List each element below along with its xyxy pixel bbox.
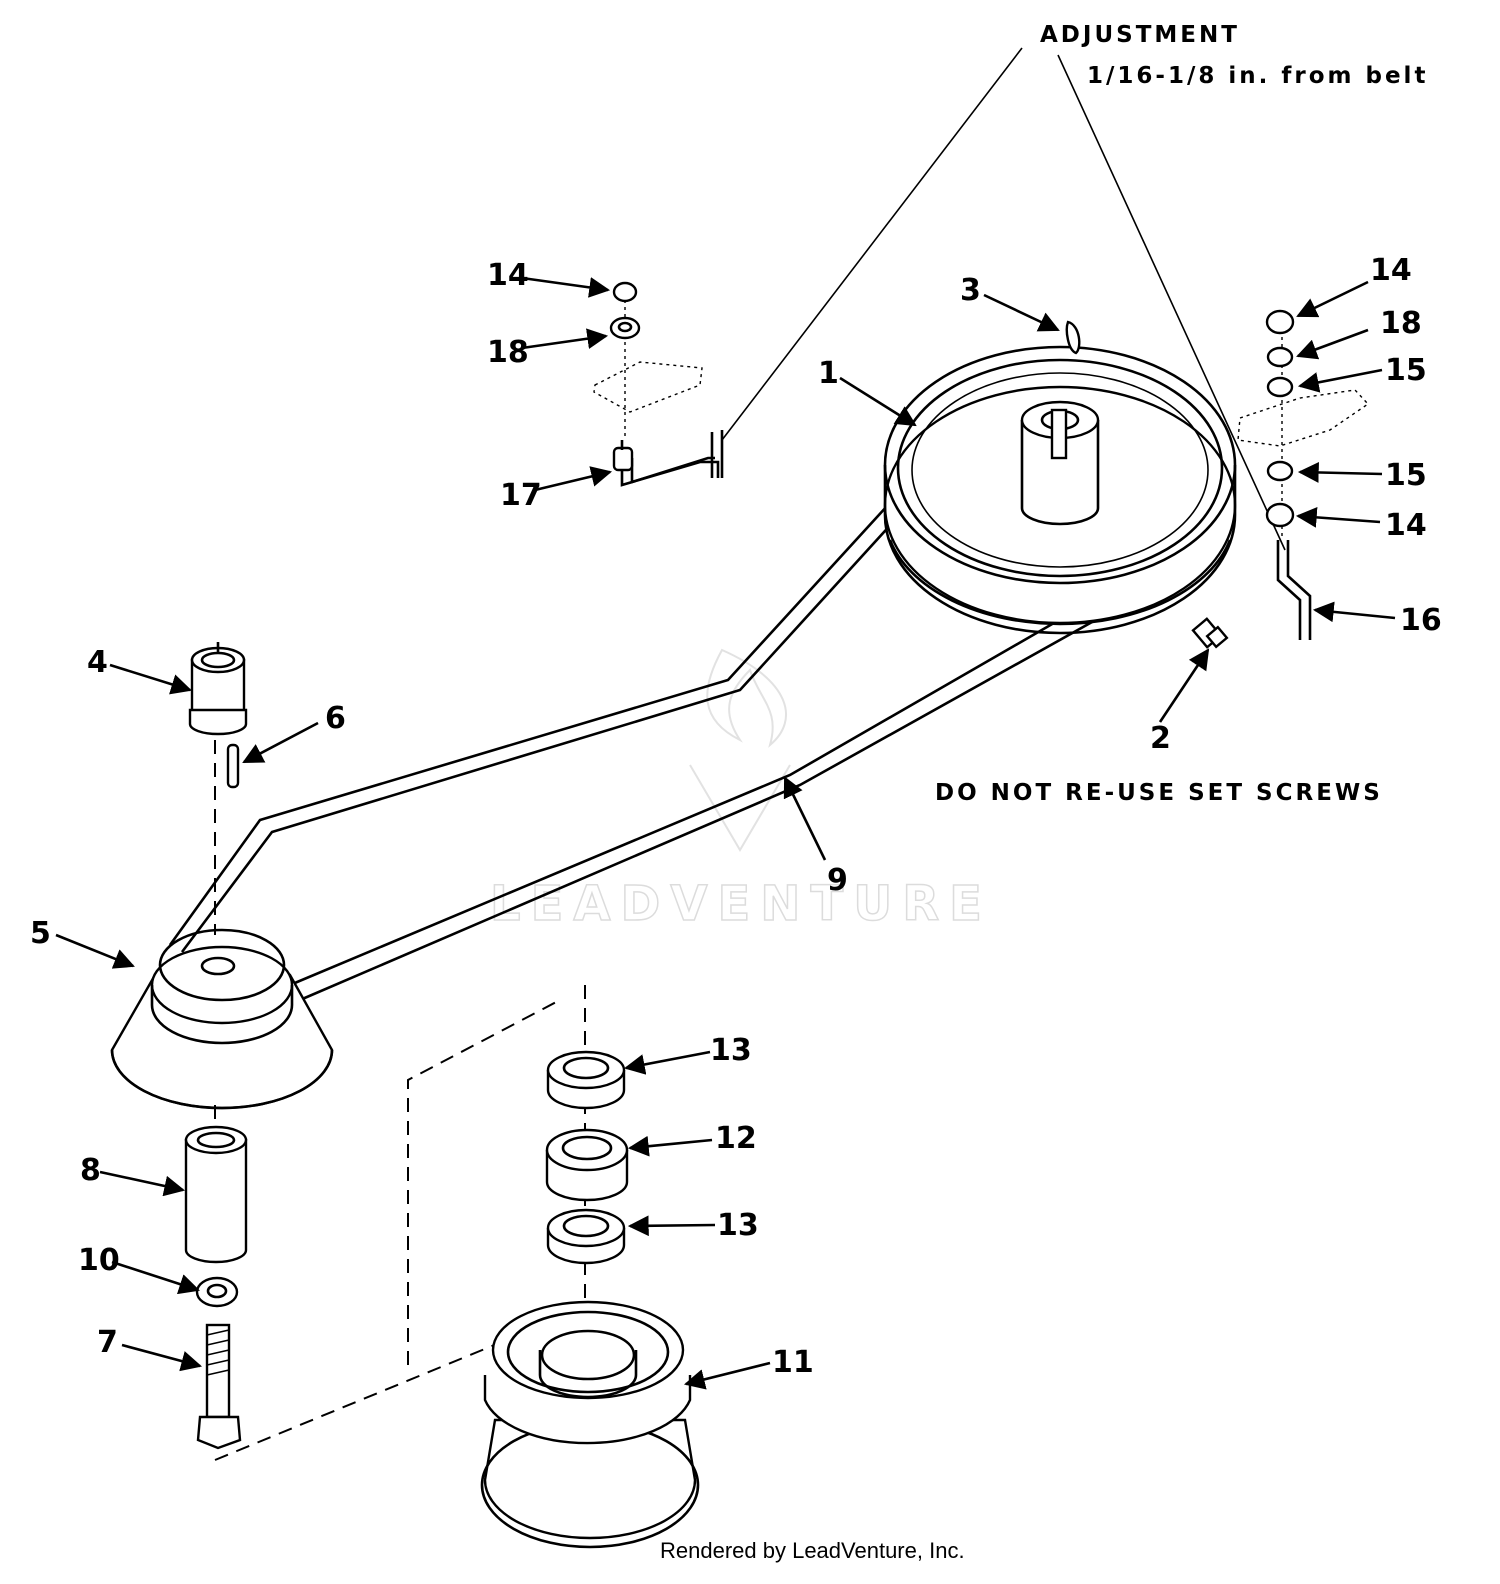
footer-credit: Rendered by LeadVenture, Inc.	[660, 1538, 965, 1563]
set-screw-note: DO NOT RE-USE SET SCREWS	[935, 780, 1383, 806]
main-pulley	[883, 345, 1237, 635]
bearing-spacer-bottom	[546, 1208, 626, 1265]
bearing	[545, 1128, 629, 1202]
callout-15-bottom: 15	[1385, 458, 1427, 493]
callout-14-right-top: 14	[1370, 253, 1412, 288]
washer	[195, 1276, 239, 1308]
left-adjustment-assembly	[593, 281, 724, 487]
double-pulley	[480, 1300, 700, 1549]
adjustment-note: ADJUSTMENT	[1040, 22, 1240, 48]
callout-12: 12	[715, 1121, 757, 1156]
adjustment-leaders	[721, 47, 1286, 551]
spacer-bushing	[188, 642, 248, 736]
callout-13-top: 13	[710, 1033, 752, 1068]
callout-14-left: 14	[487, 258, 529, 293]
idler-pulley	[110, 928, 334, 1110]
callout-2: 2	[1150, 721, 1171, 756]
callout-1: 1	[818, 356, 839, 391]
callout-11: 11	[772, 1345, 814, 1380]
callout-8: 8	[80, 1153, 101, 1188]
leader-lines	[55, 276, 1396, 1390]
callout-labels: 1 2 3 4 5 6 7 8 9 10 11 12 13 13 14 14 1…	[30, 253, 1442, 1380]
callout-18-right: 18	[1380, 306, 1422, 341]
callout-15-top: 15	[1385, 353, 1427, 388]
square-key	[226, 743, 240, 789]
callout-4: 4	[87, 645, 108, 680]
callout-17: 17	[500, 478, 542, 513]
watermark-text: LEADVENTURE	[490, 876, 992, 932]
callout-7: 7	[97, 1325, 118, 1360]
woodruff-key	[1065, 320, 1081, 355]
callout-9: 9	[827, 863, 848, 898]
callout-5: 5	[30, 916, 51, 951]
callout-14-right-bottom: 14	[1385, 508, 1427, 543]
hex-bolt	[196, 1323, 242, 1450]
callout-6: 6	[325, 701, 346, 736]
callout-13-bottom: 13	[717, 1208, 759, 1243]
right-adjustment-assembly	[1237, 309, 1370, 640]
bearing-spacer-top	[546, 1050, 626, 1110]
adjustment-detail-note: 1/16-1/8 in. from belt	[1087, 63, 1428, 89]
sleeve	[184, 1125, 248, 1264]
callout-16: 16	[1400, 603, 1442, 638]
callout-3: 3	[960, 273, 981, 308]
watermark: LEADVENTURE	[489, 648, 992, 933]
set-screw	[1191, 617, 1229, 649]
callout-18-left: 18	[487, 335, 529, 370]
callout-10: 10	[78, 1243, 120, 1278]
